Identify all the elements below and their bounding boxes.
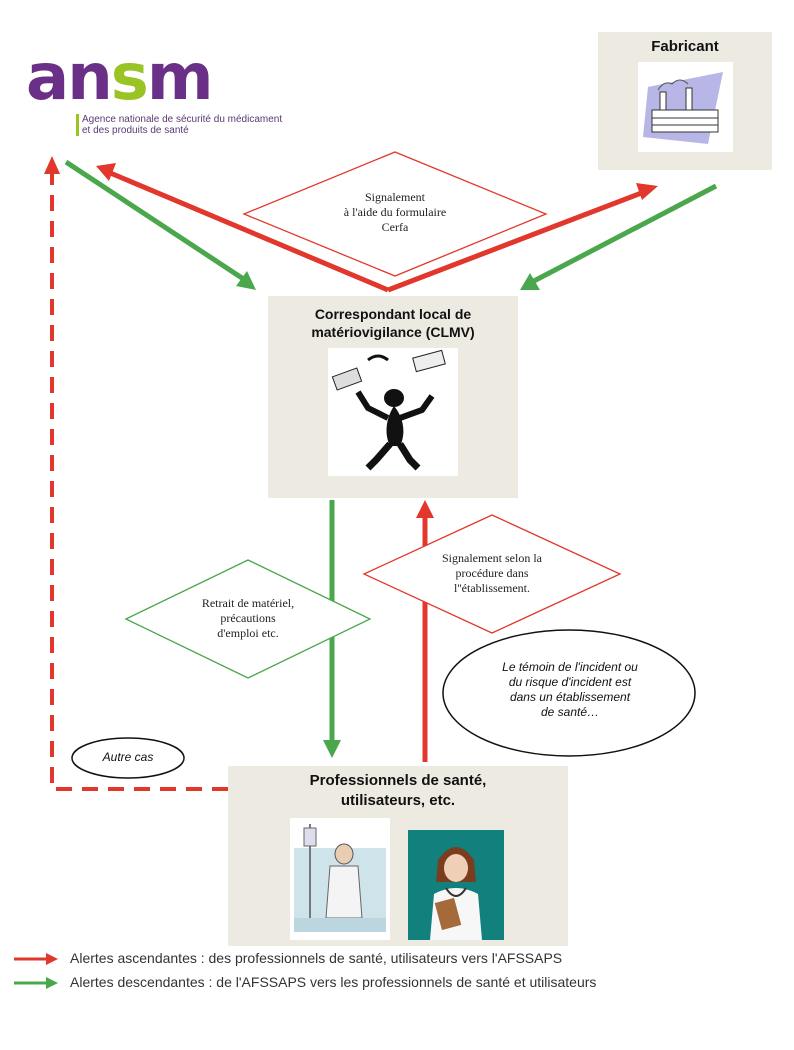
logo-letters-an: an <box>26 41 113 115</box>
ansm-logo: ansm <box>26 46 214 110</box>
legend-up-arrowhead <box>46 953 58 965</box>
professionnels-box: Professionnels de santé, utilisateurs, e… <box>228 766 568 946</box>
temoin-line2: du risque d'incident est <box>508 675 632 689</box>
descending-arrowhead-fabricant-clmv <box>520 273 540 290</box>
clmv-title-line1: Correspondant local de <box>314 306 472 322</box>
temoin-line1: Le témoin de l'incident ou <box>502 660 638 674</box>
legend-ascending: Alertes ascendantes : des professionnels… <box>70 950 563 966</box>
logo-subtitle-line2: et des produits de santé <box>82 125 189 136</box>
retrait-line3: d'emploi etc. <box>217 626 279 640</box>
procedure-text: Signalement selon la procédure dans l''é… <box>402 551 582 596</box>
nurse-illustration <box>408 830 504 940</box>
pros-title-line1: Professionnels de santé, <box>309 772 487 789</box>
juggler-icon <box>331 349 446 471</box>
factory-illustration <box>638 62 733 152</box>
descending-arrow-fabricant-clmv <box>530 183 718 285</box>
temoin-line4: de santé… <box>540 705 600 719</box>
ascending-arrowhead-ansm <box>96 163 116 181</box>
autre-cas-arrowhead <box>44 156 60 174</box>
autre-cas-text: Autre cas <box>102 750 154 764</box>
nurse-icon <box>408 830 504 940</box>
factory-icon <box>643 72 723 144</box>
descending-arrowhead-ansm-clmv <box>236 271 256 290</box>
legend-down-arrowhead <box>46 977 58 989</box>
fabricant-box: Fabricant <box>598 32 772 170</box>
fabricant-title: Fabricant <box>651 38 719 55</box>
logo-accent-bar <box>76 114 79 136</box>
ascending-arrowhead-fabricant <box>636 183 658 200</box>
diamond-cerfa <box>242 151 548 277</box>
cerfa-text: Signalement à l'aide du formulaire Cerfa <box>305 190 485 235</box>
procedure-line3: l''établissement. <box>454 581 530 595</box>
retrait-line1: Retrait de matériel, <box>201 596 295 610</box>
doctor-illustration <box>290 818 390 940</box>
cerfa-line1: Signalement <box>365 190 425 204</box>
juggler-illustration <box>328 348 458 476</box>
oval-temoin <box>442 629 696 757</box>
pros-title-line2: utilisateurs, etc. <box>340 792 456 809</box>
retrait-line2: précautions <box>220 611 276 625</box>
diamond-retrait <box>124 559 372 679</box>
clmv-title-line2: matériovigilance (CLMV) <box>311 324 475 340</box>
logo-subtitle: Agence nationale de sécurité du médicame… <box>82 114 282 136</box>
temoin-line3: dans un établissement <box>509 690 631 704</box>
diamond-procedure <box>362 514 622 634</box>
ascending-arrow-clmv-fabricant <box>387 189 645 293</box>
ascending-arrowhead-clmv <box>416 500 434 518</box>
descending-arrow-ansm-clmv <box>64 159 247 283</box>
temoin-text: Le témoin de l'incident ou du risque d'i… <box>470 660 670 720</box>
doctor-icon <box>294 824 386 932</box>
procedure-line2: procédure dans <box>455 566 529 580</box>
cerfa-line3: Cerfa <box>381 220 409 234</box>
logo-letter-m: m <box>146 41 214 115</box>
ascending-arrow-clmv-ansm <box>107 169 389 293</box>
descending-arrowhead-pros <box>323 740 341 758</box>
logo-subtitle-line1: Agence nationale de sécurité du médicame… <box>82 114 283 125</box>
retrait-text: Retrait de matériel, précautions d'emplo… <box>160 596 336 641</box>
logo-letter-s: s <box>110 41 149 115</box>
procedure-line1: Signalement selon la <box>442 551 542 565</box>
autre-cas-dashed-path <box>50 172 228 791</box>
legend-descending: Alertes descendantes : de l'AFSSAPS vers… <box>70 974 597 990</box>
clmv-box: Correspondant local de matériovigilance … <box>268 296 518 498</box>
oval-autre-cas <box>71 737 185 779</box>
cerfa-line2: à l'aide du formulaire <box>343 205 447 219</box>
